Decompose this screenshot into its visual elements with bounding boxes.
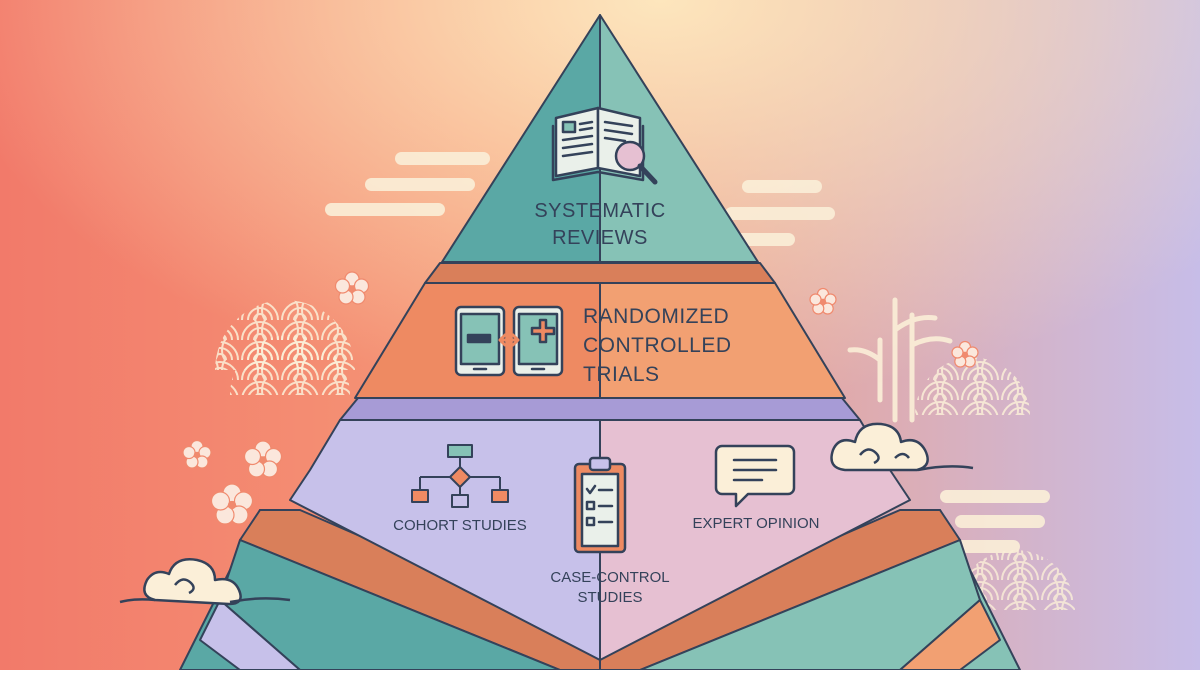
cherry-blossoms: [182, 271, 979, 525]
wave-pattern-right: [915, 357, 1075, 610]
pyramid-top-tier: [441, 14, 759, 263]
cloud-left: [119, 558, 291, 606]
label-case-control-line2: STUDIES: [577, 589, 643, 606]
label-expert-opinion: EXPERT OPINION: [692, 515, 820, 532]
pyramid-bottom-tier: [179, 509, 1021, 671]
label-rct-line3: TRIALS: [583, 363, 660, 386]
label-cohort-studies: COHORT STUDIES: [393, 517, 527, 534]
speech-bubble-icon: [714, 444, 796, 508]
tablets-comparison-icon: [454, 305, 564, 377]
book-magnifier-icon: [551, 106, 658, 185]
label-systematic-reviews-line1: SYSTEMATIC: [534, 200, 666, 222]
label-randomized-controlled-trials: RANDOMIZED CONTROLLED TRIALS: [583, 302, 783, 389]
label-case-control-studies: CASE-CONTROL STUDIES: [530, 568, 690, 608]
label-case-control-line1: CASE-CONTROL: [550, 569, 670, 586]
clipboard-checklist-icon: [573, 456, 627, 554]
label-systematic-reviews-line2: REVIEWS: [552, 227, 648, 249]
cloud-right: [830, 422, 974, 472]
cloud-streaks: [325, 152, 1050, 553]
label-rct-line1: RANDOMIZED: [583, 305, 730, 328]
wave-pattern-left: [215, 300, 355, 395]
label-systematic-reviews: SYSTEMATIC REVIEWS: [470, 198, 730, 252]
flowchart-icon: [411, 444, 509, 508]
label-rct-line2: CONTROLLED: [583, 334, 732, 357]
bamboo-decoration: [847, 297, 953, 423]
